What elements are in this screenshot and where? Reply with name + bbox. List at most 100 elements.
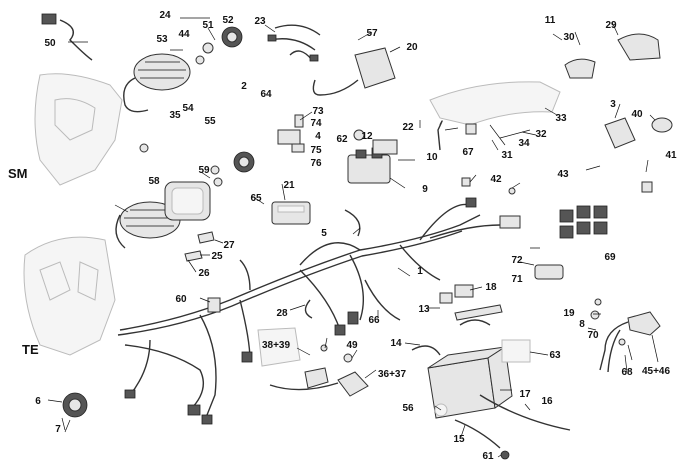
part-label: 23 (254, 16, 266, 27)
pad-63 (501, 339, 531, 363)
part-label: 38+39 (262, 340, 291, 351)
variant-label-te: TE (22, 342, 39, 357)
part-label: 7 (55, 424, 61, 435)
bracket-71 (534, 264, 564, 280)
part-label: 49 (346, 340, 358, 351)
part-label: 29 (605, 20, 617, 31)
part-label: 58 (148, 176, 160, 187)
part-label: 17 (519, 389, 531, 400)
part-label: 45+46 (642, 366, 671, 377)
part-label: 63 (549, 350, 561, 361)
part-label: 11 (545, 15, 556, 26)
part-label: 18 (485, 282, 497, 293)
part-label: 27 (223, 240, 235, 251)
part-label: 76 (310, 158, 322, 169)
battery-cables (364, 279, 571, 449)
ignition-switch (277, 129, 305, 153)
part-label: 72 (511, 255, 523, 266)
wiring-loom-23 (267, 24, 321, 62)
part-label: 28 (276, 308, 288, 319)
part-label: 62 (336, 134, 348, 145)
part-callouts: 50 24 51 52 53 44 2 64 35 54 55 23 57 20… (35, 10, 677, 460)
part-label: 64 (260, 89, 272, 100)
variant-label-sm: SM (8, 166, 28, 181)
part-label: 9 (422, 184, 428, 195)
part-label: 6 (35, 396, 41, 407)
part-label: 42 (490, 174, 502, 185)
part-label: 35 (169, 110, 181, 121)
part-label: 51 (202, 20, 214, 31)
part-label: 54 (182, 103, 194, 114)
part-label: 44 (178, 29, 190, 40)
part-label: 55 (204, 116, 216, 127)
speedometer-unit (221, 26, 255, 173)
part-label: 2 (241, 81, 247, 92)
part-label: 12 (361, 131, 373, 142)
headlight-fairing-sm (34, 73, 123, 186)
side-panel-ghost (257, 327, 301, 367)
part-label: 60 (175, 294, 187, 305)
part-label: 41 (665, 150, 677, 161)
rear-indicator-45-46 (599, 311, 661, 373)
tail-light-29 (564, 33, 661, 79)
part-label: 70 (587, 330, 599, 341)
tail-fairing (429, 81, 561, 126)
part-label: 19 (563, 308, 575, 319)
part-label: 69 (604, 252, 616, 263)
part-label: 33 (555, 113, 567, 124)
plate-light-40 (604, 117, 673, 149)
part-label: 59 (198, 165, 210, 176)
fuse-block-12 (372, 139, 398, 155)
cdi-unit-21 (271, 201, 311, 225)
part-label: 71 (511, 274, 523, 285)
part-label: 52 (222, 15, 234, 26)
part-label: 68 (621, 367, 633, 378)
cable-5 (344, 209, 361, 237)
part-label: 50 (44, 38, 56, 49)
part-label: 57 (366, 28, 378, 39)
part-label: 53 (156, 34, 168, 45)
part-label: 10 (426, 152, 438, 163)
part-label: 22 (402, 122, 414, 133)
part-label: 65 (250, 193, 262, 204)
part-label: 36+37 (378, 369, 407, 380)
part-label: 24 (159, 10, 171, 21)
part-label: 16 (541, 396, 553, 407)
horn-6 (62, 392, 88, 433)
part-label: 4 (315, 131, 321, 142)
headlight-sm (123, 53, 191, 113)
part-label: 30 (563, 32, 575, 43)
front-indicator-36-37 (269, 367, 369, 397)
part-label: 5 (321, 228, 327, 239)
variant-labels: SM TE (8, 166, 39, 357)
main-wiring-harness (117, 197, 521, 425)
part-label: 25 (211, 251, 223, 262)
part-label: 1 (417, 266, 423, 277)
part-label: 43 (557, 169, 569, 180)
part-label: 67 (462, 147, 474, 158)
part-label: 74 (310, 118, 322, 129)
part-label: 14 (390, 338, 402, 349)
part-label: 15 (453, 434, 465, 445)
part-label: 21 (283, 180, 295, 191)
part-label: 3 (610, 99, 616, 110)
part-label: 75 (310, 145, 322, 156)
part-label: 8 (579, 319, 585, 330)
turn-signal-cluster (195, 42, 223, 187)
part-label: 31 (501, 150, 513, 161)
part-label: 26 (198, 268, 210, 279)
relays-69 (559, 205, 608, 239)
part-label: 34 (518, 138, 530, 149)
part-label: 61 (482, 451, 494, 460)
headlight-fairing-te (23, 236, 116, 356)
headlight-frame (164, 181, 211, 221)
leader-lines (47, 17, 659, 458)
part-label: 73 (312, 106, 324, 117)
part-label: 66 (368, 315, 380, 326)
part-label: 20 (406, 42, 418, 53)
part-label: 32 (535, 129, 547, 140)
part-label: 40 (631, 109, 643, 120)
part-label: 56 (402, 403, 414, 414)
part-label: 13 (418, 304, 430, 315)
